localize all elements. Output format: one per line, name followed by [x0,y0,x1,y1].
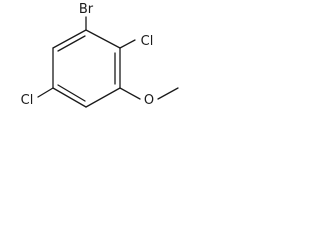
bond-c4-c5-inner [57,84,86,102]
bond-c1-c2 [85,29,121,49]
chlorine-label-left: Cl [21,93,34,108]
bond-c6-c1-inner [57,35,86,52]
bond-c5-cl [37,87,54,98]
bond-o-methyl [157,87,179,100]
bond-c6-c1 [52,29,87,49]
oxygen-label: O [144,93,154,108]
benzene-ring [52,29,121,108]
bond-c3-o [119,87,141,100]
bond-c3-c4 [85,87,121,108]
bromine-label: Br [79,2,94,17]
bond-c4-c5 [52,87,87,108]
molecule-structure: Br Cl Cl O [21,2,179,108]
bond-c2-cl [119,39,136,49]
chlorine-label-top: Cl [141,34,154,49]
